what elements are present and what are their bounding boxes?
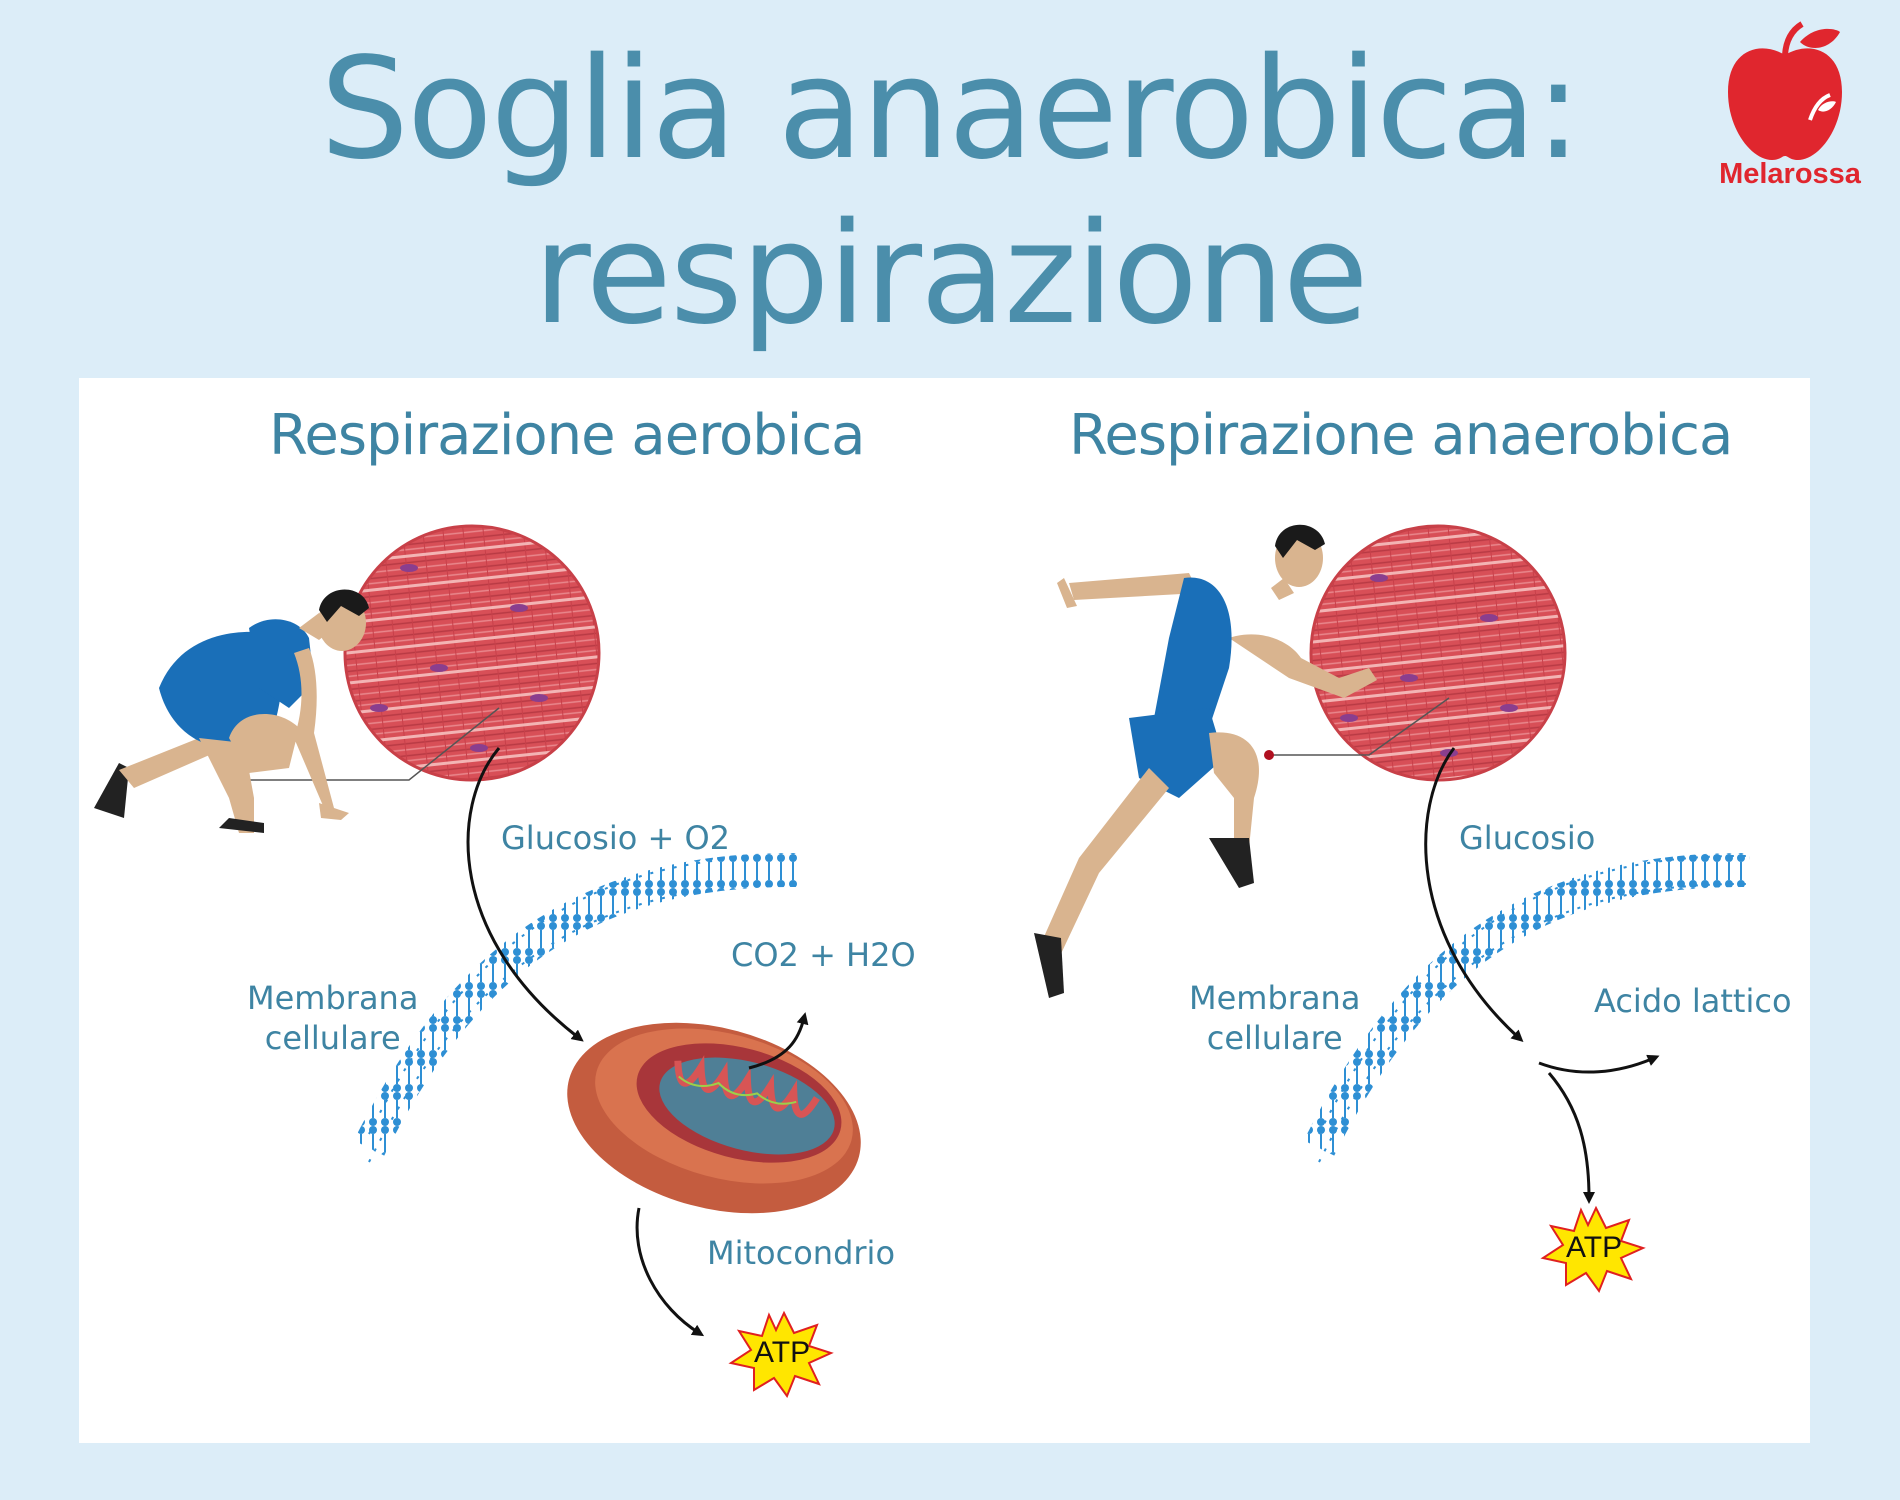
arrow-to-atp-right — [1547, 1072, 1595, 1204]
atp-label-left: ATP — [754, 1336, 811, 1369]
leader-line-right — [1269, 697, 1450, 756]
label-membrane-right: Membrana cellulare — [1189, 978, 1360, 1058]
leader-line-left — [229, 707, 500, 781]
label-anaerobic-input: Glucosio — [1459, 819, 1596, 857]
cell-membrane-left — [353, 852, 800, 1156]
mitochondrion-illustration — [567, 1022, 861, 1214]
crouching-runner-figure — [94, 589, 369, 833]
heading-aerobic: Respirazione aerobica — [269, 403, 865, 468]
diagram-graphics — [94, 524, 1750, 1399]
muscle-point-marker-right — [1264, 750, 1274, 760]
membrane-left-line2: cellulare — [264, 1019, 401, 1057]
flow-arrow-glucose-left — [466, 747, 584, 1042]
flow-arrow-glucose-right — [1424, 747, 1524, 1043]
label-anaerobic-output: Acido lattico — [1594, 982, 1792, 1020]
page-title-line1: Soglia anaerobica: — [320, 28, 1582, 191]
membrane-right-line2: cellulare — [1206, 1019, 1343, 1057]
atp-burst-left — [728, 1310, 834, 1399]
muscle-fiber-circle-right — [1309, 524, 1567, 782]
melarossa-apple-logo — [1728, 21, 1842, 160]
diagram-panel: Respirazione aerobica Glucosio + O2 Memb… — [79, 378, 1810, 1443]
membrane-right-line1: Membrana — [1189, 979, 1361, 1017]
arrow-to-lactic-acid — [1538, 1054, 1660, 1074]
label-mitochondrion: Mitocondrio — [707, 1234, 896, 1272]
label-membrane-left: Membrana cellulare — [247, 978, 418, 1058]
membrane-left-line1: Membrana — [247, 979, 419, 1017]
atp-label-right: ATP — [1566, 1231, 1623, 1264]
heading-anaerobic: Respirazione anaerobica — [1069, 403, 1733, 468]
sprinting-runner-figure — [1034, 524, 1377, 998]
cell-membrane-right — [1303, 852, 1750, 1156]
label-aerobic-input: Glucosio + O2 — [501, 819, 730, 857]
atp-burst-right — [1540, 1205, 1646, 1294]
page-title-line2: respirazione — [533, 193, 1369, 356]
arrow-to-output-left — [748, 1012, 809, 1070]
muscle-fiber-circle-left — [343, 524, 601, 782]
arrow-to-atp-left — [635, 1207, 705, 1337]
brand-name: Melarossa — [1719, 158, 1861, 190]
label-aerobic-output: CO2 + H2O — [731, 936, 916, 974]
